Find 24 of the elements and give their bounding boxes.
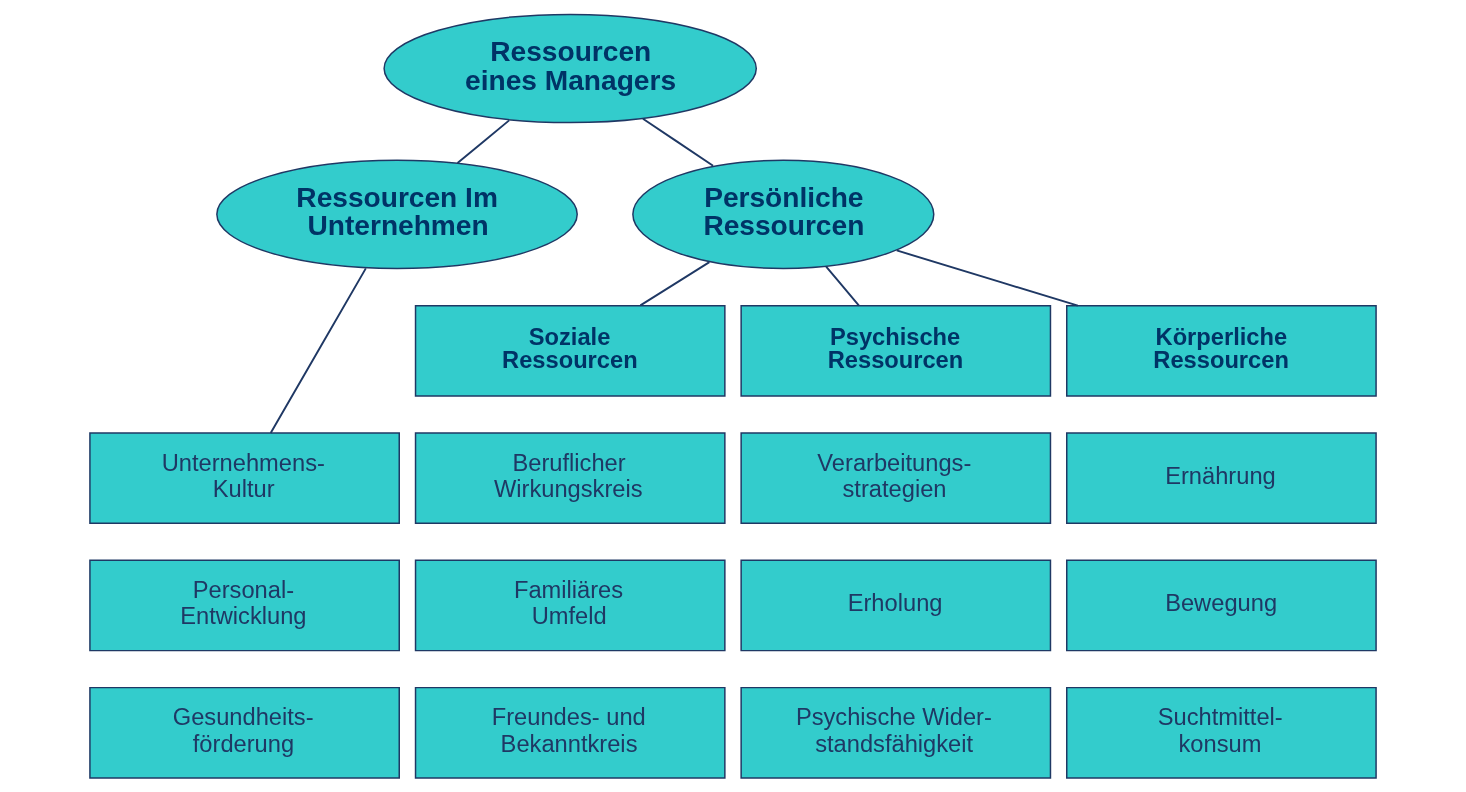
node-box: Körperliche Ressourcen xyxy=(1066,305,1377,397)
node-box: Verarbeitungs- strategien xyxy=(740,432,1052,525)
connector xyxy=(269,267,367,434)
node-box: Psychische Wider- standsfähigkeit xyxy=(740,686,1052,779)
node-box: Psychische Ressourcen xyxy=(740,305,1052,397)
node-box: Beruflicher Wirkungskreis xyxy=(414,432,726,525)
node-box: Soziale Ressourcen xyxy=(414,305,726,397)
node-box: Suchtmittel- konsum xyxy=(1066,686,1377,779)
node-box: Unternehmens- Kultur xyxy=(89,432,400,525)
connector xyxy=(642,117,714,167)
node-box: Ernährung xyxy=(1066,432,1377,525)
node-box: Freundes- und Bekanntkreis xyxy=(414,686,726,779)
connector xyxy=(825,265,860,307)
node-box: Gesundheits- förderung xyxy=(89,686,400,779)
node-ellipse: Ressourcen eines Managers xyxy=(383,13,757,124)
node-box: Bewegung xyxy=(1066,559,1377,652)
node-box: Familiäres Umfeld xyxy=(414,559,726,652)
node-ellipse: Ressourcen Im Unternehmen xyxy=(216,159,578,270)
node-box: Erholung xyxy=(740,559,1052,652)
node-box: Personal- Entwicklung xyxy=(89,559,400,652)
connector xyxy=(639,261,711,307)
connector xyxy=(456,119,511,164)
connector xyxy=(895,249,1079,307)
node-ellipse: Persönliche Ressourcen xyxy=(632,159,935,270)
